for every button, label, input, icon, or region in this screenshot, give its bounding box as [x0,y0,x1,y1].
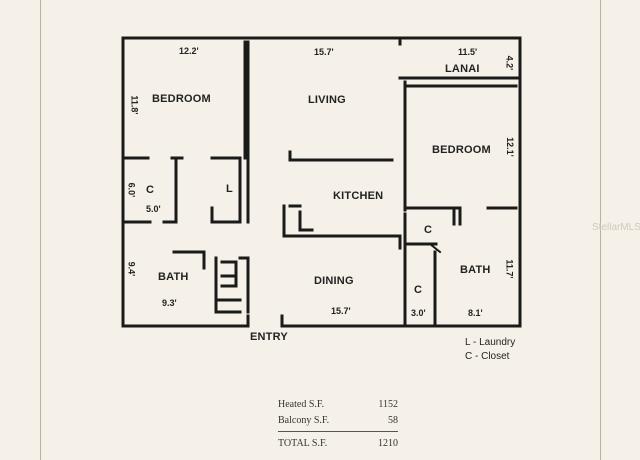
dim-closet-right-width: 3.0' [411,308,426,318]
wall-closet-mid [403,206,462,226]
total-value: 1210 [378,437,398,449]
room-bath-left: BATH [158,271,189,283]
dim-bedroom-left-height: 11.8' [129,95,140,115]
dim-lanai-width: 11.5' [458,47,478,57]
room-closet-left: C [146,184,155,196]
room-dining: DINING [314,275,354,287]
room-closet-mid: C [424,224,433,236]
outer-wall [121,36,522,328]
dim-bath-left-width: 9.3' [162,298,177,308]
dim-bedroom-left-width: 12.2' [179,46,199,56]
total-label: TOTAL S.F. [278,437,328,449]
wall-kitchen-top [288,150,394,162]
square-footage-table: Heated S.F. 1152 Balcony S.F. 58 TOTAL S… [278,396,398,451]
entry-label: ENTRY [250,331,288,343]
legend-laundry: L - Laundry [465,337,516,348]
page-border-left [40,0,41,460]
page-border-right [600,0,601,460]
dim-closet-left-height: 6.0' [126,182,137,198]
room-living: LIVING [308,94,346,106]
room-closet-right: C [414,284,423,296]
room-lanai: LANAI [445,63,480,75]
room-bedroom-left: BEDROOM [152,93,211,105]
dim-bedroom-right-height: 12.1' [504,137,515,157]
room-kitchen: KITCHEN [333,190,384,202]
wall-laundry [210,156,242,224]
room-bedroom-right: BEDROOM [432,144,491,156]
room-laundry: L [226,183,233,195]
sf-row-heated: Heated S.F. 1152 [278,396,398,412]
dim-dining-width: 15.7' [331,306,351,316]
dim-living-width: 15.7' [314,47,334,57]
dim-bath-left-height: 9.4' [126,261,137,277]
wall-kitchen-bottom [282,204,402,238]
balcony-value: 58 [388,414,398,426]
sf-row-total: TOTAL S.F. 1210 [278,431,398,451]
dim-lanai-height: 4.2' [504,55,515,71]
sf-row-balcony: Balcony S.F. 58 [278,412,398,428]
heated-label: Heated S.F. [278,398,325,410]
room-bath-right: BATH [460,264,491,276]
dim-closet-left-width: 5.0' [146,204,161,214]
dim-bath-right-height: 11.7' [504,259,515,279]
wall-bath-left [172,250,206,270]
legend: L - Laundry C - Closet [465,337,515,365]
heated-value: 1152 [378,398,398,410]
watermark: StellarMLS [592,222,640,233]
legend-closet: C - Closet [465,351,510,362]
balcony-label: Balcony S.F. [278,414,330,426]
dim-bath-right-width: 8.1' [468,308,483,318]
